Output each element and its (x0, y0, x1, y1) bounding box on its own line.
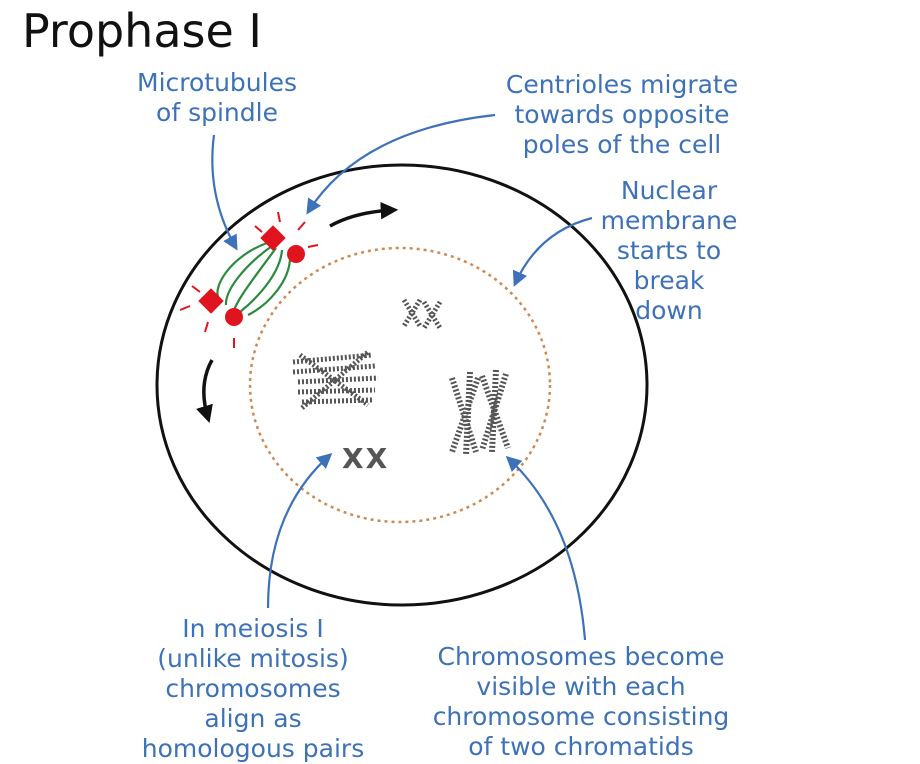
cell-membrane (155, 163, 649, 607)
migration-arrow-down (196, 359, 214, 424)
slide-title: Prophase I (22, 4, 262, 58)
chromosome-horizontal-bundle (292, 350, 379, 410)
arrow-chromosomes (505, 455, 587, 641)
arrow-nuclear-membrane (512, 216, 593, 287)
arrow-centrioles (306, 113, 496, 215)
label-chromosomes-visible: Chromosomes become visible with each chr… (432, 642, 730, 761)
nuclear-membrane (248, 246, 552, 524)
centriole-pair-lower (198, 288, 243, 326)
arrow-meiosis (266, 452, 333, 609)
label-nuclear-membrane: Nuclear membrane starts to break down (600, 176, 738, 325)
aster-rays (179, 211, 319, 348)
label-centrioles: Centrioles migrate towards opposite pole… (505, 70, 739, 159)
chromosome-small-bottom: XX (342, 442, 389, 475)
label-meiosis-pairs: In meiosis I (unlike mitosis) chromosome… (141, 614, 365, 763)
label-microtubules: Microtubules of spindle (137, 68, 297, 127)
centriole-pair-upper (260, 225, 305, 263)
chromosome-large-right (449, 369, 511, 456)
chromosome-small-top (401, 298, 443, 330)
migration-arrow-right (329, 201, 399, 228)
arrow-microtubules (211, 134, 238, 251)
spindle-fibers (216, 240, 292, 316)
prophase-diagram: XX (155, 113, 649, 641)
